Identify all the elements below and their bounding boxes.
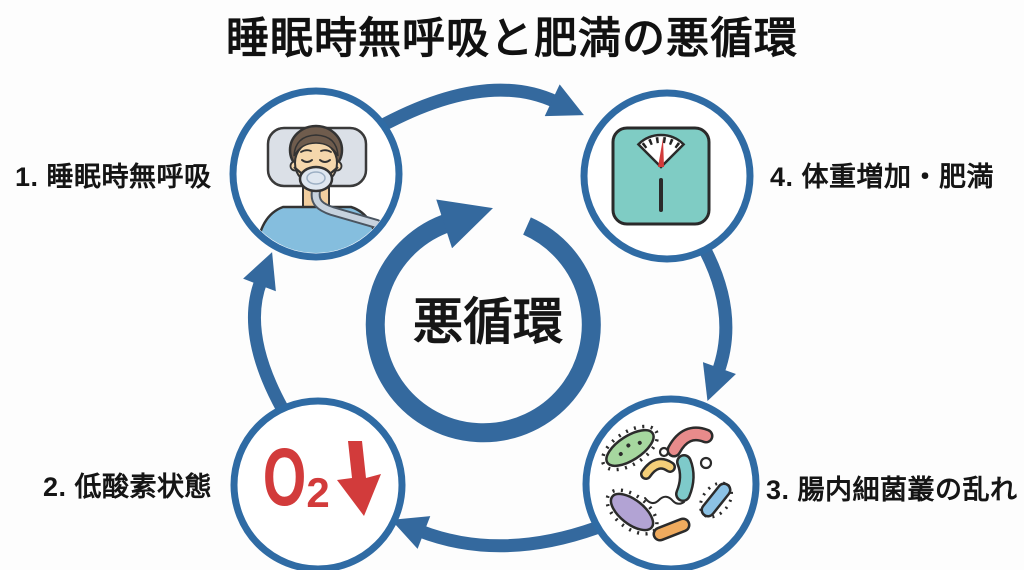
microbe-orange xyxy=(655,520,688,539)
dial-needle xyxy=(658,138,664,167)
cycle-arrow-left xyxy=(243,252,288,412)
node-label-sleep-apnea: 1. 睡眠時無呼吸 xyxy=(15,162,212,192)
node-label-hypoxia: 2. 低酸素状態 xyxy=(43,472,213,502)
microbe-green xyxy=(600,424,660,472)
microbe-yellow xyxy=(642,460,674,478)
cycle-arrow-right xyxy=(698,244,736,402)
microbe-blue xyxy=(703,485,729,515)
microbe-squiggle xyxy=(644,495,685,505)
hair-fringe xyxy=(293,134,339,157)
cpap-tube xyxy=(312,188,380,227)
cycle-arrow-top xyxy=(381,83,584,130)
microbe-dot-2 xyxy=(699,456,713,470)
mask-straps xyxy=(293,166,339,174)
node-label-weight-gain: 4. 体重増加・肥満 xyxy=(770,162,995,192)
o2-down-icon: O 2 xyxy=(263,431,381,523)
page-title: 睡眠時無呼吸と肥満の悪循環 xyxy=(226,15,798,63)
cycle-arrow-bottom xyxy=(391,516,599,553)
microbe-teal xyxy=(677,456,693,500)
weight-scale-icon xyxy=(611,126,711,226)
down-arrow-icon xyxy=(337,441,381,516)
o2-subscript: 2 xyxy=(306,469,329,516)
o2-letter: O xyxy=(263,431,306,522)
eyebrows xyxy=(300,149,332,153)
microbe-pink xyxy=(669,428,711,455)
outer-cycle-arrows xyxy=(243,83,736,553)
cpap-mask xyxy=(298,165,334,193)
node-label-gut-flora: 3. 腸内細菌叢の乱れ xyxy=(766,475,1018,505)
center-cycle-arrow xyxy=(365,199,601,443)
scale-body xyxy=(611,126,711,226)
microbe-dot-1 xyxy=(658,446,670,458)
node-circle-gut-flora xyxy=(582,395,760,570)
closed-eyes xyxy=(301,159,331,163)
mask-detail xyxy=(306,171,326,185)
gut-bacteria-icon xyxy=(600,424,734,542)
center-cycle-label: 悪循環 xyxy=(413,294,563,350)
